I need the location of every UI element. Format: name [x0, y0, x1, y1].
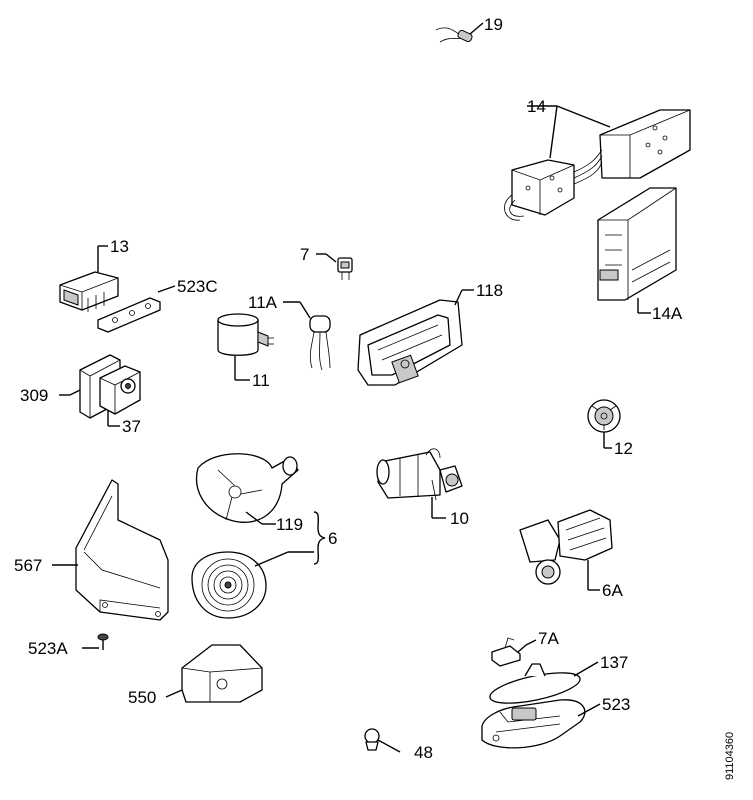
label-137: 137: [600, 653, 628, 672]
part-118-dispenser: [357, 289, 474, 386]
part-7a-microswitch: [491, 637, 537, 667]
label-14: 14: [527, 97, 546, 116]
part-523-base-pan: [481, 699, 601, 749]
part-12-knob: [587, 399, 621, 449]
label-11a: 11A: [248, 293, 278, 312]
label-37: 37: [122, 417, 141, 436]
part-11a-suppressor: [283, 301, 331, 371]
label-48: 48: [414, 743, 433, 762]
part-119-fan-housing: [196, 453, 299, 525]
label-309: 309: [20, 386, 48, 405]
label-12: 12: [614, 439, 633, 458]
label-523: 523: [602, 695, 630, 714]
part-14-control-module: [504, 105, 691, 221]
part-567-duct: [52, 479, 169, 621]
label-567: 567: [14, 556, 42, 575]
part-13-terminal-block: [59, 245, 119, 312]
part-37-timer: [99, 365, 141, 427]
document-number: 91104360: [724, 732, 736, 780]
part-48-plug: [364, 728, 401, 753]
label-14a: 14A: [652, 304, 683, 323]
label-19: 19: [484, 15, 503, 34]
label-7: 7: [300, 245, 309, 264]
part-523c-bracket: [97, 285, 176, 333]
part-19-sensor: [435, 22, 484, 43]
label-550: 550: [128, 688, 156, 707]
label-7a: 7A: [538, 629, 559, 648]
part-10-heater: [376, 448, 463, 519]
label-119: 119: [276, 515, 303, 534]
part-137-float: [489, 661, 599, 704]
part-550-cover: [165, 644, 263, 703]
label-10: 10: [450, 509, 469, 528]
label-11: 11: [252, 371, 270, 390]
part-6a-pump: [519, 509, 613, 591]
label-6a: 6A: [602, 581, 623, 600]
label-6: 6: [328, 529, 337, 548]
part-6-fan-grille: [191, 551, 314, 619]
part-523a-screw: [82, 633, 109, 650]
part-14a-board: [597, 187, 677, 314]
part-11-capacitor: [217, 313, 274, 381]
label-523a: 523A: [28, 639, 68, 658]
label-523c: 523C: [177, 277, 218, 296]
group-brace: [313, 511, 326, 565]
part-7-switch: [316, 253, 353, 280]
label-13: 13: [110, 237, 129, 256]
label-118: 118: [476, 281, 503, 300]
